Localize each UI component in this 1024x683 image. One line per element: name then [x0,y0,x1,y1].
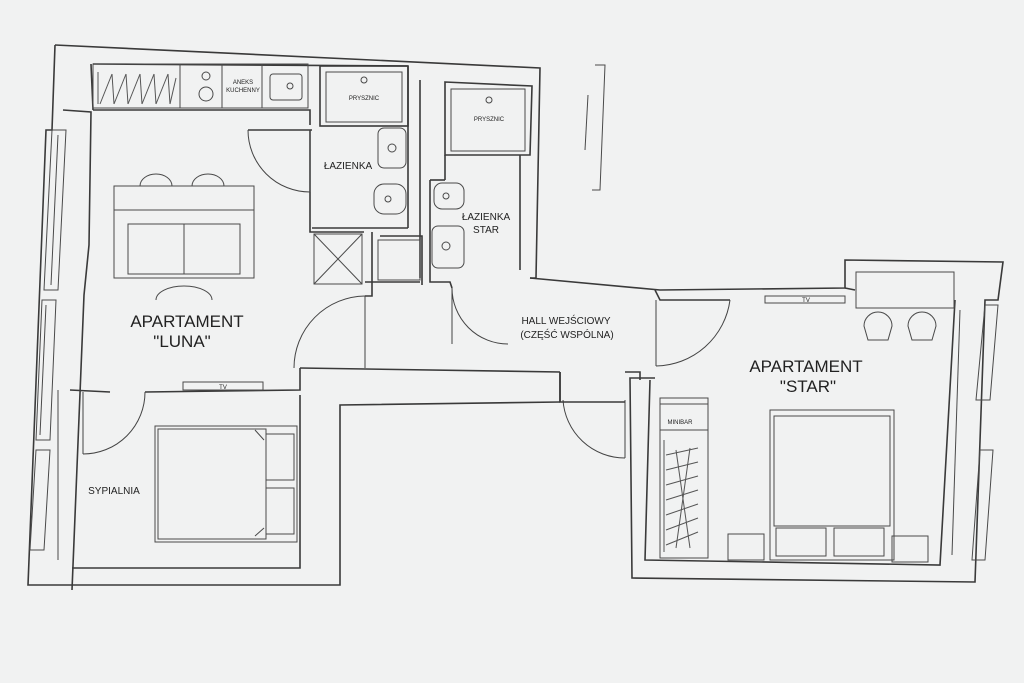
kitchenette-label-1: ANEKS [233,80,253,86]
star-outer-walls [529,64,1004,583]
luna-bathroom-fixtures [247,127,421,285]
hall-label-2: (CZĘŚĆ WSPÓLNA) [520,328,613,341]
minibar-label: MINIBAR [667,420,693,426]
star-bathroom-walls [429,81,533,289]
luna-bathroom-label: ŁAZIENKA [324,161,373,172]
bedroom-label: SYPIALNIA [88,486,140,497]
kitchenette [92,63,309,109]
star-bathroom-label-1: ŁAZIENKA [462,212,511,223]
hall-doors [559,299,731,459]
luna-tv-label: TV [219,385,227,391]
cabinet-hatching [97,72,177,105]
star-name: "STAR" [780,377,836,396]
luna-title: APARTAMENT [130,312,243,331]
luna-outer-walls [27,44,561,591]
luna-bedroom [57,390,298,560]
star-furniture [659,271,955,563]
luna-furniture [113,173,366,391]
star-bathroom-fixtures [431,88,526,345]
luna-shower [319,65,409,127]
wardrobe-hatching [663,440,699,552]
luna-shower-label: PRYSZNIC [349,96,380,102]
star-shower-label: PRYSZNIC [474,117,505,123]
star-bathroom-label-2: STAR [473,225,499,236]
luna-name: "LUNA" [153,332,210,351]
star-tv-label: TV [802,298,810,304]
star-title: APARTAMENT [749,357,862,376]
kitchenette-label-2: KUCHENNY [226,88,260,94]
hall-label-1: HALL WEJŚCIOWY [521,314,610,327]
